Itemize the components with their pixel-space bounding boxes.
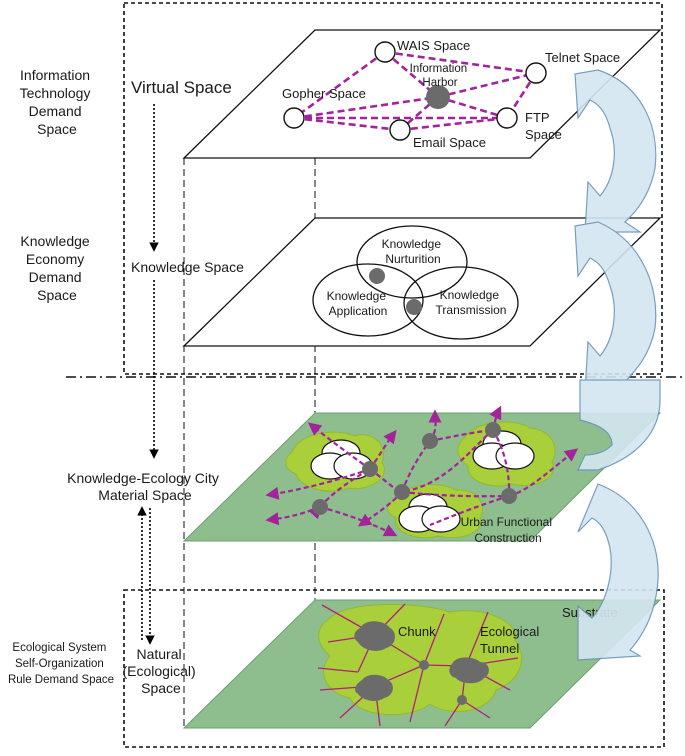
virtual-space-title: Virtual Space	[131, 78, 232, 97]
telnet-label: Telnet Space	[545, 50, 620, 65]
wais-label: WAIS Space	[397, 38, 470, 53]
nurturition-label: Knowledge Nurturition	[382, 237, 445, 266]
curved-arrow-2	[574, 221, 657, 393]
email-node	[389, 119, 411, 141]
chunk-right	[449, 657, 489, 684]
ecological-tunnel-label: Ecological Tunnel	[480, 624, 543, 656]
curved-arrow-4	[577, 483, 659, 661]
virtual-space-plane	[182, 29, 662, 159]
gopher-label: Gopher Space	[282, 86, 366, 101]
transmission-label: Knowledge Transmission	[436, 288, 507, 317]
knowledge-economy-demand-label: Knowledge Economy Demand Space	[20, 233, 93, 303]
tunnel-nodes	[419, 660, 467, 705]
right-curved-arrows	[574, 69, 661, 661]
venn-dot-upper	[369, 268, 385, 284]
virtual-links	[293, 50, 538, 132]
knowledge-space-title: Knowledge Space	[131, 259, 244, 275]
chunk-label: Chunk	[398, 624, 436, 639]
telnet-node	[525, 62, 547, 84]
ftp-node	[496, 107, 518, 129]
top-dashed-box	[123, 2, 663, 375]
city-space-title: Knowledge-Ecology City Material Space	[67, 470, 223, 503]
chunk-lower	[355, 674, 393, 701]
curved-arrow-3	[577, 379, 661, 471]
urban-functional-label: Urban Functional Construction	[461, 515, 556, 545]
curved-arrow-1	[574, 69, 657, 233]
harbor-node	[426, 85, 450, 109]
harbor-label: Information Harbor	[410, 63, 471, 89]
chunks	[354, 621, 489, 701]
application-label: Knowledge Application	[327, 289, 390, 318]
virtual-nodes	[283, 41, 547, 141]
natural-space-title: Natural (Ecological) Space	[122, 646, 199, 696]
city-nodes	[312, 422, 517, 515]
venn-dot-lower	[406, 299, 422, 315]
knowledge-venn	[312, 225, 519, 340]
gopher-node	[283, 107, 305, 129]
knowledge-space-plane	[182, 217, 662, 347]
nurturition-circle	[356, 225, 468, 299]
ecological-demand-label: Ecological System Self-Organization Rule…	[8, 642, 114, 686]
bottom-dashed-box	[123, 589, 665, 748]
transmission-circle	[403, 266, 519, 340]
left-flow-arrows	[137, 104, 159, 645]
wais-node	[374, 41, 396, 63]
city-venn-clusters	[310, 430, 535, 533]
chunk-upper	[354, 621, 395, 651]
application-circle	[312, 263, 424, 337]
info-tech-demand-label: Information Technology Demand Space	[20, 67, 95, 137]
email-label: Email Space	[413, 135, 486, 150]
ftp-label: FTP Space	[525, 110, 562, 142]
